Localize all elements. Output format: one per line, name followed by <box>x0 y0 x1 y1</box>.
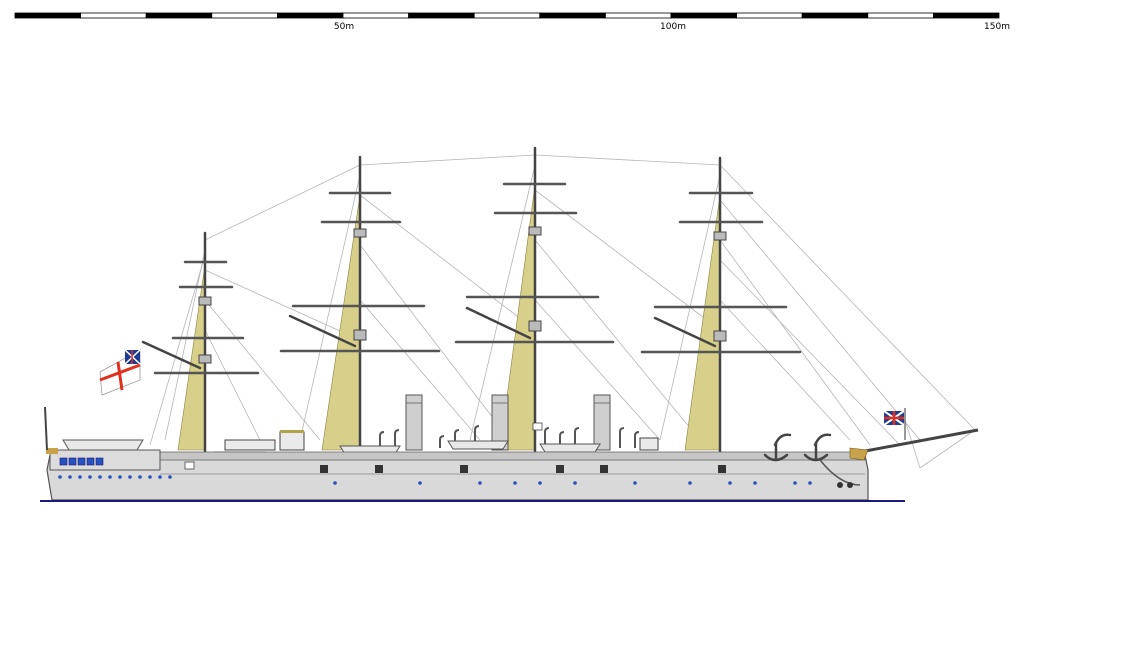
portholes <box>58 475 812 485</box>
porthole <box>808 481 812 485</box>
scale-bar-segment <box>276 12 344 19</box>
porthole <box>478 481 482 485</box>
scale-bar-segment <box>408 12 475 19</box>
scale-bar-segment <box>933 12 1000 19</box>
porthole <box>728 481 732 485</box>
hawse-pipes <box>837 482 853 488</box>
stern-windows <box>59 457 104 466</box>
porthole <box>68 475 72 479</box>
mast-tops <box>198 226 727 364</box>
scale-label-150m: 150m <box>984 22 1010 32</box>
ventilators <box>379 425 640 448</box>
porthole <box>128 475 132 479</box>
porthole <box>793 481 797 485</box>
bow-figurehead <box>849 447 869 461</box>
scale-bar-segment <box>605 12 672 19</box>
masts <box>203 146 722 454</box>
porthole <box>573 481 577 485</box>
stern-gallery <box>49 449 161 471</box>
scale-bar-segment <box>473 12 541 19</box>
deck-structures <box>224 431 659 451</box>
porthole <box>148 475 152 479</box>
porthole <box>78 475 82 479</box>
porthole <box>108 475 112 479</box>
porthole <box>418 481 422 485</box>
scale-bar-segment <box>80 12 147 19</box>
porthole <box>688 481 692 485</box>
hull-upper-band <box>159 451 866 461</box>
porthole <box>158 475 162 479</box>
porthole <box>88 475 92 479</box>
funnels <box>405 394 611 451</box>
scale-bar-segment <box>539 12 606 19</box>
porthole <box>98 475 102 479</box>
scale-bar-segment <box>211 12 278 19</box>
scale-bar-segment <box>670 12 737 19</box>
porthole <box>138 475 142 479</box>
bridge-top <box>280 430 304 433</box>
scale-bar-segment <box>342 12 409 19</box>
scale-bar-segment <box>14 12 81 19</box>
bowsprit <box>859 428 979 454</box>
scale-bar-segment <box>145 12 213 19</box>
scale-bar-segment <box>736 12 803 19</box>
porthole <box>333 481 337 485</box>
anchor-chain <box>819 459 861 486</box>
gun-ports <box>320 465 726 473</box>
porthole <box>58 475 62 479</box>
white-ensign-icon <box>99 349 141 396</box>
scale-label-100m: 100m <box>660 22 686 32</box>
anchors <box>763 433 832 462</box>
stern-ornament <box>46 448 58 454</box>
gaffs <box>141 306 717 370</box>
porthole <box>753 481 757 485</box>
porthole <box>513 481 517 485</box>
mast-shrouds <box>177 184 721 451</box>
yards <box>153 182 802 375</box>
porthole <box>168 475 172 479</box>
porthole <box>633 481 637 485</box>
port-hatches <box>184 422 543 470</box>
porthole <box>118 475 122 479</box>
stern-flagstaff <box>44 406 48 451</box>
union-jack-jack-icon <box>883 410 905 426</box>
rigging-lines <box>149 154 976 469</box>
scale-bar-segment <box>867 12 934 19</box>
scale-bar <box>14 12 1000 19</box>
porthole <box>538 481 542 485</box>
scale-label-50m: 50m <box>334 22 354 32</box>
scale-bar-segment <box>801 12 869 19</box>
